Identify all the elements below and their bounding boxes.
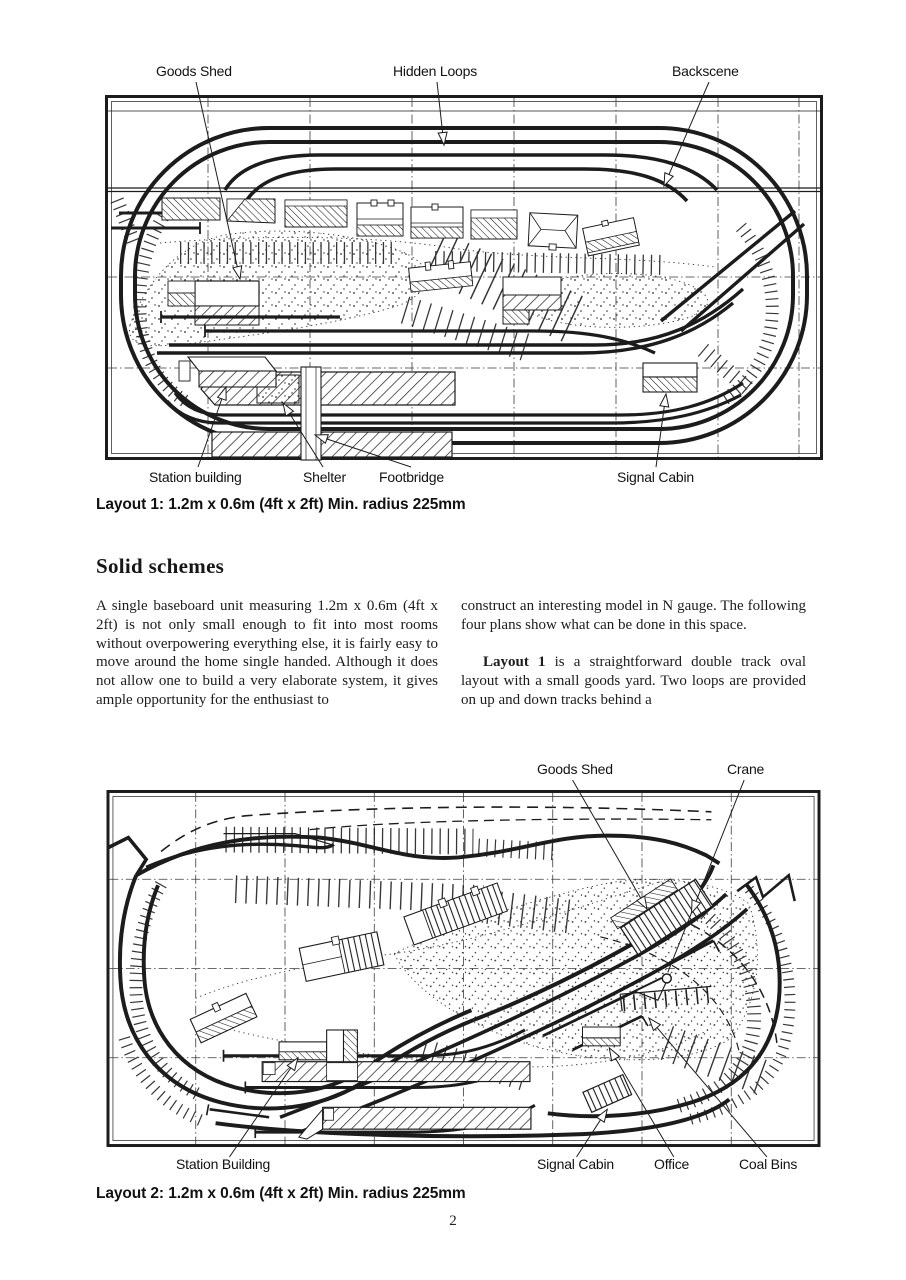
station-building-leader [197,385,227,468]
signal-cabin-2-leader [576,1108,609,1158]
footbridge [300,366,322,461]
platform-lower [211,431,453,458]
station-building-2 [278,1029,358,1063]
backscene-leader [663,81,710,188]
oval-main-tracks [119,126,809,445]
houses-2 [189,882,508,1044]
paragraph-intro-left: A single baseboard unit measuring 1.2m x… [96,598,438,708]
paragraph-intro-right: construct an interesting model in N gaug… [461,598,806,633]
label-office: Office [654,1156,690,1172]
station-building [178,356,278,388]
label-station-building-2: Station Building [176,1156,271,1172]
crane-leader [667,779,745,973]
figure1-caption: Layout 1: 1.2m x 0.6m (4ft x 2ft) Min. r… [96,496,466,513]
office-leader [608,1046,675,1158]
leader-lines [195,81,710,468]
label-signal-cabin-1: Signal Cabin [617,469,694,485]
figure2-caption: Layout 2: 1.2m x 0.6m (4ft x 2ft) Min. r… [96,1185,466,1202]
label-crane: Crane [727,761,765,777]
footbridge-leader [313,434,412,468]
label-coal-bins: Coal Bins [739,1156,798,1172]
body-column-left: A single baseboard unit measuring 1.2m x… [96,597,438,710]
layout2-plan-svg [106,779,821,1158]
platforms-2 [261,1061,532,1140]
layout1-diagram [105,81,823,468]
backdrop-zigzag-left [107,835,149,877]
paragraph-layout1-lead: Layout 1 [483,654,546,671]
paragraph-layout1: Layout 1 is a straightforward double tra… [461,653,806,709]
label-shelter: Shelter [303,469,346,485]
goods-shed-2-leader [572,779,648,911]
coal-bins [619,985,712,1012]
label-hidden-loops: Hidden Loops [393,63,477,79]
label-goods-shed-2: Goods Shed [537,761,613,777]
body-column-right: construct an interesting model in N gaug… [461,597,806,710]
leader-lines-2 [229,779,768,1158]
body-columns: A single baseboard unit measuring 1.2m x… [96,597,806,710]
shelter-leader [282,401,324,468]
label-backscene: Backscene [672,63,739,79]
paragraph-layout1-rest: is a straightforward double track oval l… [461,654,807,708]
layout2-diagram [104,779,823,1158]
signal-cabin [642,362,698,393]
label-signal-cabin-2: Signal Cabin [537,1156,614,1172]
page-number: 2 [449,1213,457,1229]
office [582,1026,621,1047]
layout1-plan-svg [105,81,823,468]
signal-cabin-2 [582,1073,633,1114]
section-heading: Solid schemes [96,554,225,578]
station-building-2-leader [229,1056,299,1158]
label-station-building-1: Station building [149,469,242,485]
label-footbridge: Footbridge [379,469,444,485]
hidden-loops-leader [436,81,448,147]
goods-shed-leader [195,81,243,281]
signal-cabin-leader [655,392,670,468]
village-buildings [408,260,562,325]
label-goods-shed-1: Goods Shed [156,63,232,79]
backdrop-zigzag-right [736,872,796,902]
coal-bins-leader [648,1016,768,1158]
station-tracks [157,209,806,425]
backscene-buildings [161,197,640,257]
